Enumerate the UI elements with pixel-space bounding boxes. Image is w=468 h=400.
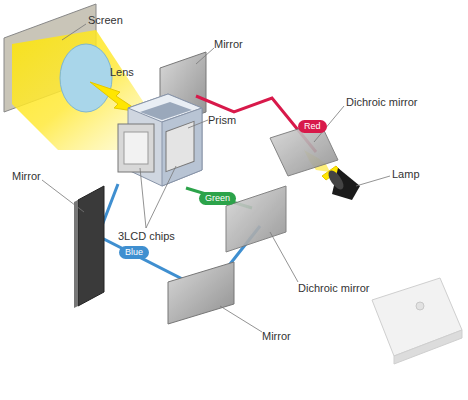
prism-label: Prism (208, 114, 236, 127)
dichroic-mirror-label: Dichroic mirror (346, 96, 418, 109)
blue-beam-tag: Blue (119, 246, 149, 259)
mirror-label: Mirror (214, 38, 243, 51)
lamp-label: Lamp (392, 168, 420, 181)
mirror-label: Mirror (262, 330, 291, 343)
beam-color-label: Green (205, 193, 230, 203)
beam-color-label: Blue (125, 247, 143, 257)
green-beam-tag: Green (199, 192, 236, 205)
beam-color-label: Red (304, 121, 321, 131)
dichroic-mirror-label: Dichroic mirror (298, 282, 370, 295)
mirror-label: Mirror (12, 170, 41, 183)
lcd-chips-label: 3LCD chips (118, 230, 175, 243)
red-beam-tag: Red (298, 120, 327, 133)
screen-label: Screen (88, 14, 123, 27)
lens-label: Lens (110, 66, 134, 79)
